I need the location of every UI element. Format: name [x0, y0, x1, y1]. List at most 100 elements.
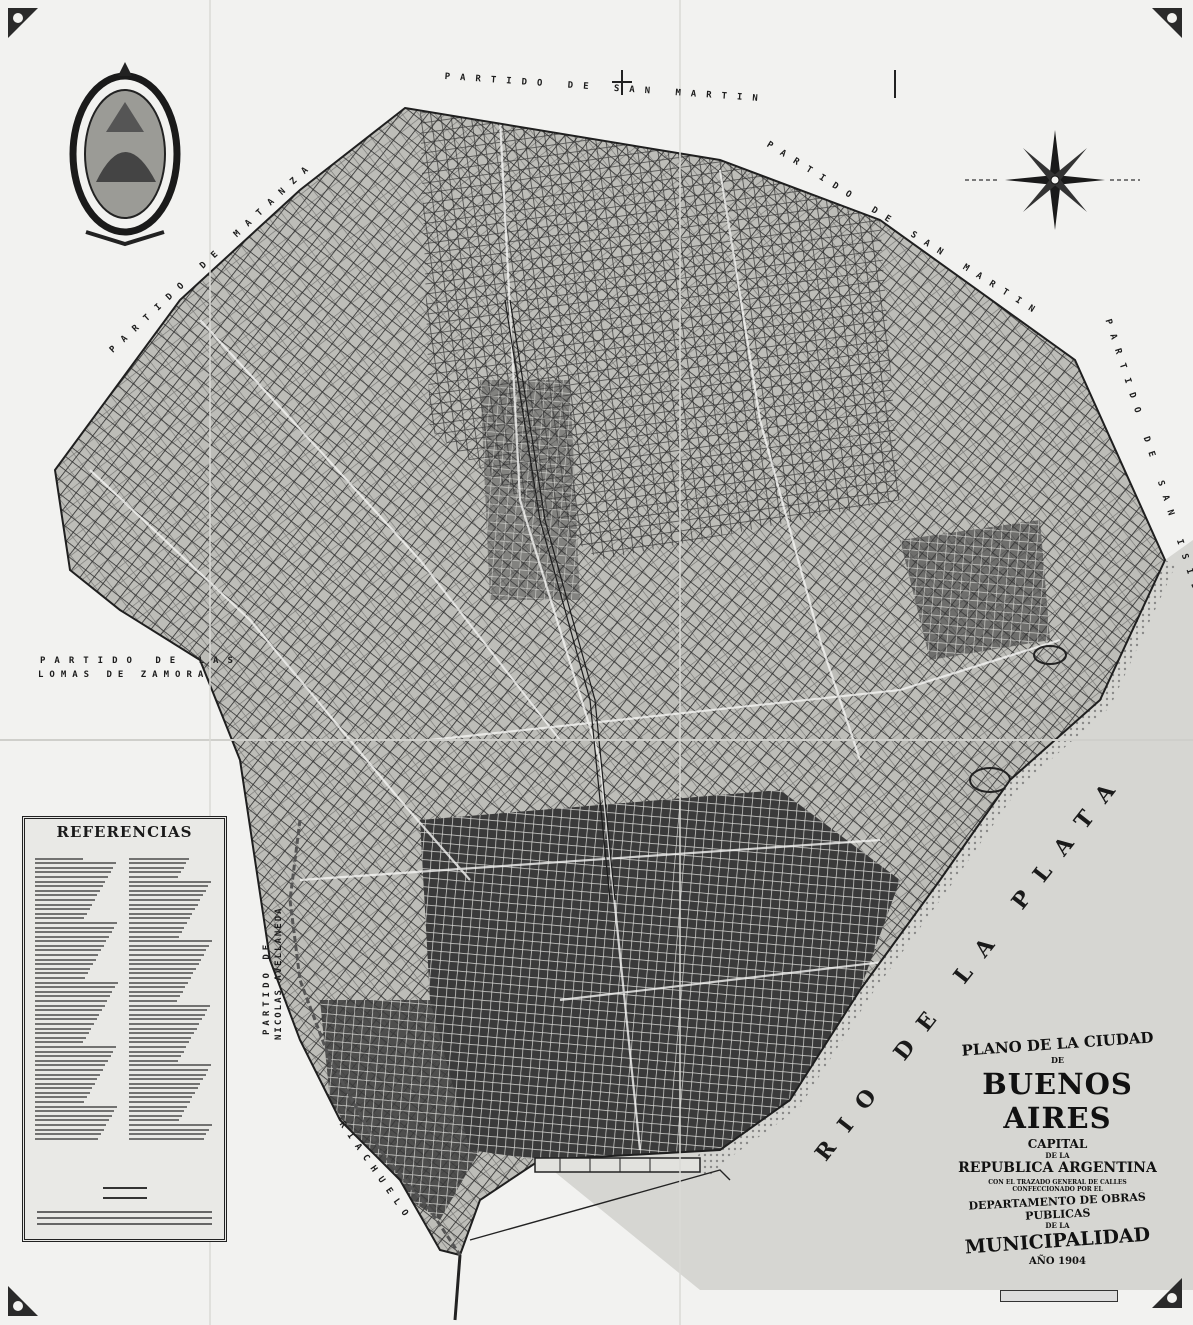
reference-entry [129, 1110, 185, 1113]
map-year: AÑO 1904 [1029, 1256, 1086, 1267]
reference-entry [129, 963, 199, 966]
reference-entry [129, 977, 191, 980]
references-ornament [102, 1187, 147, 1199]
reference-entry [129, 1055, 181, 1058]
reference-entry [129, 990, 183, 993]
reference-entry [129, 1073, 206, 1076]
reference-entry [129, 912, 193, 915]
reference-entry [129, 940, 212, 943]
reference-entry [129, 931, 182, 934]
reference-entry [129, 954, 204, 957]
reference-entry [129, 1041, 189, 1044]
riachuelo-river [288, 819, 462, 1256]
reference-entry [129, 875, 179, 878]
reference-entry [35, 1101, 85, 1104]
corner-ornament-icon [1152, 8, 1182, 38]
reference-entry [35, 1018, 97, 1021]
reference-entry [35, 1013, 100, 1016]
reference-entry [129, 935, 180, 938]
title-line: DE LA [1045, 1221, 1070, 1230]
reference-entry [35, 1110, 115, 1113]
reference-entry [35, 1064, 106, 1067]
references-footnote [37, 1223, 212, 1225]
reference-entry [129, 917, 190, 920]
reference-entry [129, 1050, 184, 1053]
reference-entry [35, 885, 103, 888]
reference-entry [129, 926, 185, 929]
reference-entry [35, 1032, 89, 1035]
reference-entry [35, 940, 107, 943]
reference-entry [35, 1082, 95, 1085]
reference-entry [129, 862, 187, 865]
reference-entry [129, 1091, 195, 1094]
reference-entry [129, 1009, 208, 1012]
reference-entry [35, 1050, 114, 1053]
reference-entry [35, 981, 118, 984]
reference-entry [129, 1018, 203, 1021]
reference-entry [35, 1114, 112, 1117]
title-line: CON EL TRAZADO GENERAL DE CALLES [988, 1179, 1127, 1186]
reference-entry [129, 1124, 212, 1127]
reference-entry [129, 908, 195, 911]
reference-entry [35, 949, 101, 952]
reference-entry [129, 1105, 188, 1108]
reference-entry [35, 1041, 84, 1044]
reference-entry [35, 875, 109, 878]
reference-entry [129, 921, 188, 924]
river-water [540, 540, 1193, 1290]
reference-entry [129, 1137, 204, 1140]
reference-entry [35, 958, 96, 961]
reference-entry [35, 894, 98, 897]
reference-entry [129, 986, 186, 989]
reference-entry [35, 1068, 103, 1071]
reference-entry [129, 1045, 187, 1048]
reference-entry [35, 1027, 92, 1030]
reference-entry [35, 1091, 90, 1094]
reference-entry [129, 871, 181, 874]
label-partido-avellaneda-2: NICOLAS AVELLANEDA [274, 906, 284, 1040]
reference-entry [35, 1000, 108, 1002]
reference-entry [35, 967, 91, 970]
corner-ornament-icon [8, 1286, 38, 1316]
reference-entry [129, 1082, 201, 1085]
references-legend: REFERENCIAS [22, 816, 227, 1242]
title-line: DE LA [1045, 1151, 1070, 1160]
reference-entry [129, 944, 210, 947]
reference-entry [129, 857, 189, 860]
reference-entry [35, 857, 84, 860]
reference-entry [35, 917, 85, 920]
port-docks [453, 1157, 731, 1321]
reference-entry [35, 990, 113, 993]
reference-entry [35, 1087, 93, 1090]
reference-entry [129, 995, 181, 998]
reference-entry [35, 931, 112, 934]
reference-entry [129, 1096, 193, 1099]
reference-entry [129, 889, 206, 892]
reference-entry [35, 1124, 107, 1127]
reference-entry [35, 1133, 101, 1136]
reference-entry [129, 1119, 180, 1122]
reference-entry [35, 995, 110, 998]
title-line: DE [1050, 1055, 1065, 1065]
reference-entry [35, 926, 115, 929]
title-line: REPUBLICA ARGENTINA [958, 1160, 1157, 1176]
reference-entry [129, 1059, 179, 1062]
reference-entry [35, 977, 86, 980]
references-footnote [37, 1217, 212, 1219]
references-title: REFERENCIAS [56, 823, 193, 841]
reference-entry [129, 1004, 210, 1007]
reference-entry [35, 880, 106, 883]
reference-entry [129, 1128, 210, 1131]
label-partido-lomas-2: LOMAS DE ZAMORA [38, 670, 210, 680]
reference-entry [129, 880, 211, 883]
reference-entry [129, 1000, 178, 1002]
reference-entry [129, 1114, 182, 1117]
reference-entry [35, 935, 109, 938]
reference-entry [129, 903, 198, 906]
reference-entry [129, 1032, 195, 1035]
map-title-block: PLANO DE LA CIUDAD DE BUENOS AIRES CAPIT… [945, 1028, 1170, 1267]
compass-rose-icon [965, 130, 1140, 230]
label-partido-avellaneda-1: PARTIDO DE [262, 940, 272, 1035]
